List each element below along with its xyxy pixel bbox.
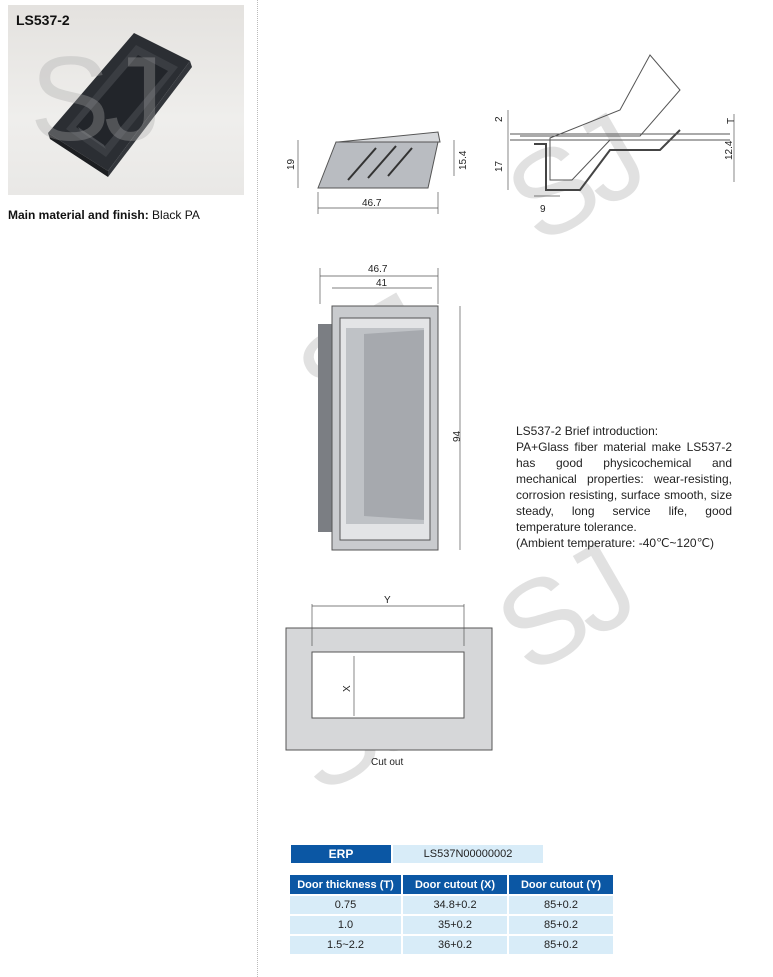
dim-front-height: 94 (452, 430, 463, 442)
product-photo (8, 5, 244, 195)
column-divider (257, 0, 259, 977)
left-column: LS537-2 Main material and finish: Black … (0, 0, 257, 977)
material-label: Main material and finish: (8, 208, 149, 222)
cutout-caption: Cut out (371, 757, 404, 768)
spec-header-thickness: Door thickness (T) (290, 875, 401, 894)
cell-cutout-y: 85+0.2 (509, 896, 613, 914)
cutout-drawing: Y X (285, 595, 493, 751)
intro-ambient: (Ambient temperature: -40℃~120℃) (516, 536, 715, 550)
dim-cutout-x: X (342, 685, 353, 692)
table-row: 1.5~2.2 36+0.2 85+0.2 (290, 936, 613, 954)
cell-cutout-y: 85+0.2 (509, 916, 613, 934)
erp-label: ERP (291, 845, 391, 863)
brief-introduction: LS537-2 Brief introduction: PA+Glass fib… (516, 423, 732, 551)
dim-section-top: 2 (494, 116, 505, 122)
table-row: 1.0 35+0.2 85+0.2 (290, 916, 613, 934)
intro-body: PA+Glass fiber material make LS537-2 has… (516, 440, 732, 534)
dim-section-t: T (726, 118, 737, 124)
cell-thickness: 1.0 (290, 916, 401, 934)
cell-cutout-y: 85+0.2 (509, 936, 613, 954)
side-view-drawing: 19 15.4 46.7 (286, 131, 469, 214)
dim-section-height: 17 (494, 160, 505, 172)
spec-table: Door thickness (T) Door cutout (X) Door … (288, 873, 615, 956)
front-view-drawing: 46.7 41 94 (318, 264, 463, 551)
spec-header-cutout-x: Door cutout (X) (403, 875, 507, 894)
dim-section-lip: 9 (540, 204, 546, 215)
product-image (48, 33, 192, 177)
material-line: Main material and finish: Black PA (8, 208, 200, 222)
dim-front-inner: 41 (376, 278, 388, 289)
dim-front-outer: 46.7 (368, 264, 388, 275)
table-row: 0.75 34.8+0.2 85+0.2 (290, 896, 613, 914)
dim-side-width: 46.7 (362, 198, 382, 209)
product-code: LS537-2 (16, 12, 70, 28)
erp-value: LS537N00000002 (393, 845, 543, 863)
cell-cutout-x: 35+0.2 (403, 916, 507, 934)
dim-side-depth: 15.4 (458, 150, 469, 170)
material-value: Black PA (148, 208, 200, 222)
erp-table: ERP LS537N00000002 (291, 845, 543, 863)
spec-header-row: Door thickness (T) Door cutout (X) Door … (290, 875, 613, 894)
dim-cutout-y: Y (384, 595, 391, 606)
cell-cutout-x: 34.8+0.2 (403, 896, 507, 914)
intro-heading: LS537-2 Brief introduction: (516, 424, 659, 438)
cell-thickness: 1.5~2.2 (290, 936, 401, 954)
cell-cutout-x: 36+0.2 (403, 936, 507, 954)
dim-side-height: 19 (286, 158, 297, 170)
cell-thickness: 0.75 (290, 896, 401, 914)
dim-section-inner: 12.4 (724, 140, 735, 160)
spec-header-cutout-y: Door cutout (Y) (509, 875, 613, 894)
section-view-drawing: 2 17 T 12.4 9 (494, 54, 737, 215)
